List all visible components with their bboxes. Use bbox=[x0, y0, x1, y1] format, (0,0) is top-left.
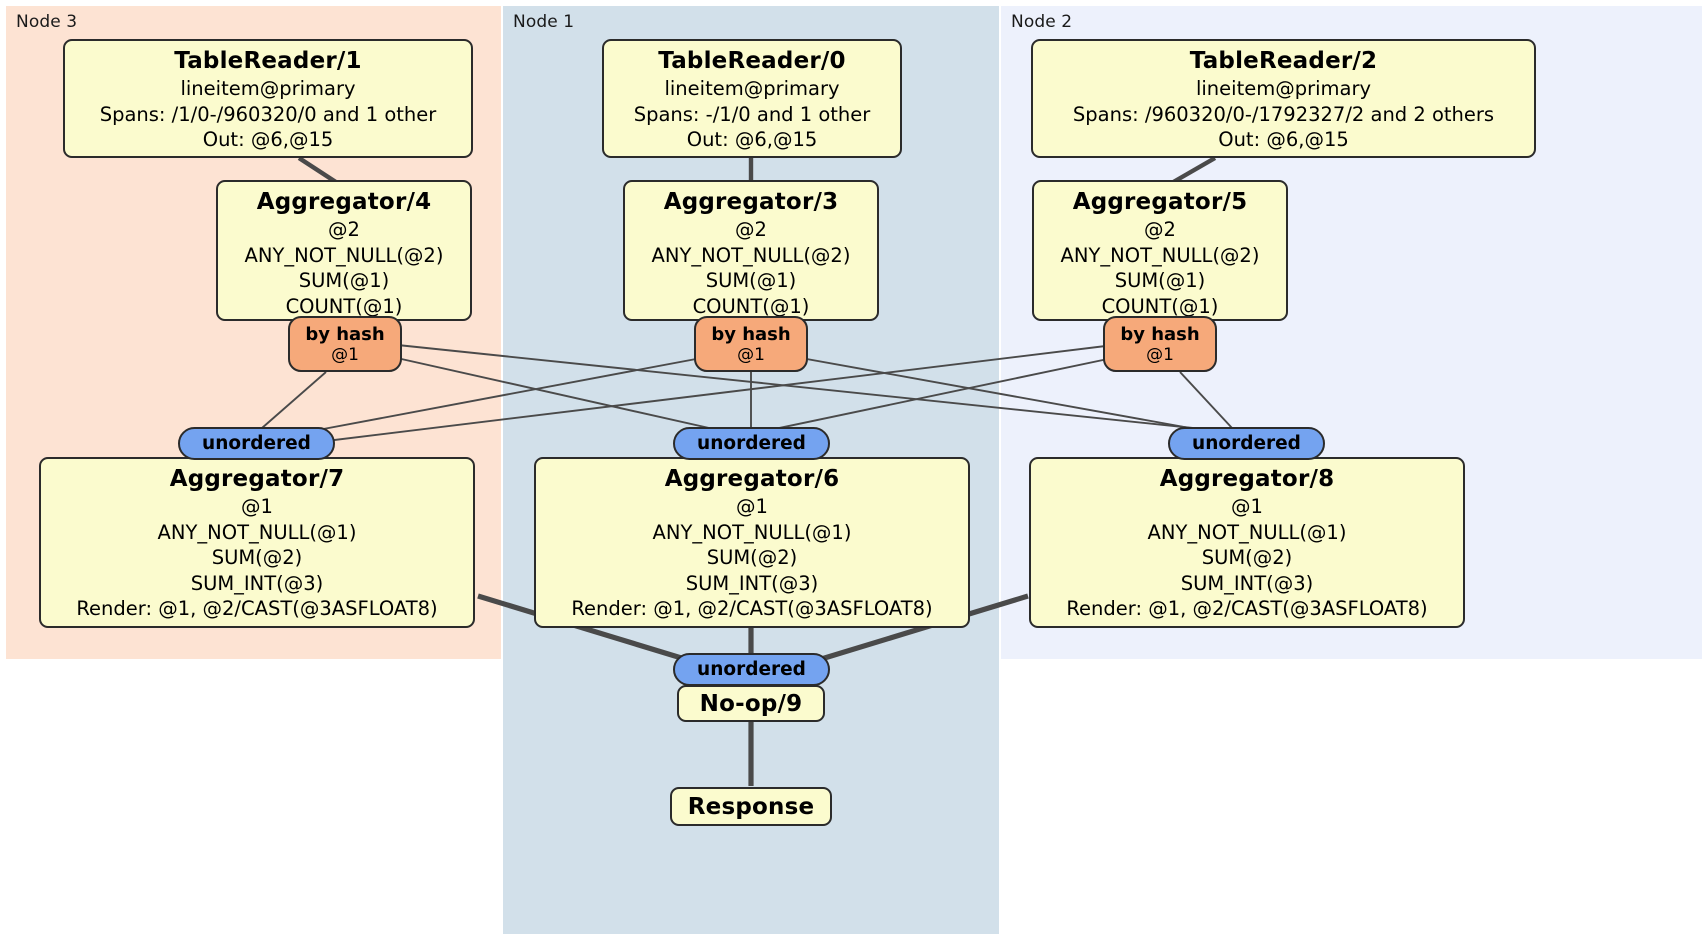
processor-line: SUM(@1) bbox=[298, 269, 390, 292]
processor-title: Aggregator/6 bbox=[664, 466, 840, 492]
node-panel-node3-label: Node 3 bbox=[16, 12, 78, 32]
processor-line: Render: @1, @2/CAST(@3ASFLOAT8) bbox=[1066, 597, 1428, 620]
node-panel-node2-label: Node 2 bbox=[1011, 12, 1073, 32]
processor-line: Spans: /1/0-/960320/0 and 1 other bbox=[99, 102, 437, 126]
node-panel-node1-label: Node 1 bbox=[513, 12, 575, 32]
processor-line: Out: @6,@15 bbox=[202, 128, 334, 151]
processor-tablereader-0[interactable]: TableReader/0 lineitem@primary Spans: -/… bbox=[602, 39, 902, 158]
processor-line: ANY_NOT_NULL(@1) bbox=[1147, 520, 1347, 544]
processor-line: ANY_NOT_NULL(@1) bbox=[157, 520, 357, 544]
processor-line: SUM_INT(@3) bbox=[1180, 571, 1314, 595]
processor-title: No-op/9 bbox=[699, 691, 803, 717]
processor-title: Aggregator/8 bbox=[1159, 466, 1335, 492]
processor-line: @2 bbox=[735, 218, 767, 241]
hash-router-column: @1 bbox=[737, 345, 765, 365]
processor-aggregator-6[interactable]: Aggregator/6 @1 ANY_NOT_NULL(@1) SUM(@2)… bbox=[534, 457, 970, 628]
synchronizer-label: unordered bbox=[697, 659, 806, 680]
processor-aggregator-7[interactable]: Aggregator/7 @1 ANY_NOT_NULL(@1) SUM(@2)… bbox=[39, 457, 475, 628]
processor-tablereader-2[interactable]: TableReader/2 lineitem@primary Spans: /9… bbox=[1031, 39, 1536, 158]
processor-tablereader-1[interactable]: TableReader/1 lineitem@primary Spans: /1… bbox=[63, 39, 473, 158]
processor-line: ANY_NOT_NULL(@2) bbox=[1060, 243, 1260, 267]
hash-router-column: @1 bbox=[1146, 345, 1174, 365]
hash-router-column: @1 bbox=[331, 345, 359, 365]
processor-line: SUM(@2) bbox=[706, 546, 798, 569]
hash-router-center[interactable]: by hash @1 bbox=[694, 316, 808, 372]
processor-line: Render: @1, @2/CAST(@3ASFLOAT8) bbox=[571, 597, 933, 620]
processor-line: COUNT(@1) bbox=[692, 294, 810, 318]
processor-line: SUM_INT(@3) bbox=[190, 571, 324, 595]
hash-router-left[interactable]: by hash @1 bbox=[288, 316, 402, 372]
processor-response[interactable]: Response bbox=[670, 787, 832, 826]
processor-line: ANY_NOT_NULL(@2) bbox=[651, 243, 851, 267]
processor-aggregator-8[interactable]: Aggregator/8 @1 ANY_NOT_NULL(@1) SUM(@2)… bbox=[1029, 457, 1465, 628]
hash-router-right[interactable]: by hash @1 bbox=[1103, 316, 1217, 372]
synchronizer-final[interactable]: unordered bbox=[673, 653, 830, 686]
processor-title: TableReader/2 bbox=[1189, 48, 1378, 74]
processor-line: SUM(@1) bbox=[1114, 269, 1206, 292]
processor-line: COUNT(@1) bbox=[285, 294, 403, 318]
hash-router-label: by hash bbox=[305, 324, 385, 345]
hash-router-label: by hash bbox=[711, 324, 791, 345]
processor-line: ANY_NOT_NULL(@1) bbox=[652, 520, 852, 544]
processor-line: @1 bbox=[1231, 495, 1263, 518]
synchronizer-label: unordered bbox=[1192, 433, 1301, 454]
processor-title: Aggregator/7 bbox=[169, 466, 345, 492]
processor-line: @1 bbox=[241, 495, 273, 518]
processor-line: lineitem@primary bbox=[664, 77, 840, 100]
processor-title: Aggregator/5 bbox=[1072, 189, 1248, 215]
synchronizer-right[interactable]: unordered bbox=[1168, 427, 1325, 460]
processor-line: SUM(@1) bbox=[705, 269, 797, 292]
synchronizer-label: unordered bbox=[202, 433, 311, 454]
processor-title: TableReader/0 bbox=[658, 48, 846, 74]
hash-router-label: by hash bbox=[1120, 324, 1200, 345]
processor-aggregator-5[interactable]: Aggregator/5 @2 ANY_NOT_NULL(@2) SUM(@1)… bbox=[1032, 180, 1288, 321]
processor-line: Spans: /960320/0-/1792327/2 and 2 others bbox=[1072, 102, 1495, 126]
synchronizer-left[interactable]: unordered bbox=[178, 427, 335, 460]
processor-line: SUM(@2) bbox=[1201, 546, 1293, 569]
processor-noop-9[interactable]: No-op/9 bbox=[677, 685, 825, 722]
processor-aggregator-4[interactable]: Aggregator/4 @2 ANY_NOT_NULL(@2) SUM(@1)… bbox=[216, 180, 472, 321]
processor-line: Spans: -/1/0 and 1 other bbox=[633, 102, 871, 126]
processor-line: ANY_NOT_NULL(@2) bbox=[244, 243, 444, 267]
synchronizer-center[interactable]: unordered bbox=[673, 427, 830, 460]
processor-line: @1 bbox=[736, 495, 768, 518]
processor-line: SUM(@2) bbox=[211, 546, 303, 569]
processor-title: Aggregator/3 bbox=[663, 189, 839, 215]
processor-line: COUNT(@1) bbox=[1101, 294, 1219, 318]
processor-line: Out: @6,@15 bbox=[686, 128, 818, 151]
synchronizer-label: unordered bbox=[697, 433, 806, 454]
processor-title: TableReader/1 bbox=[174, 48, 362, 74]
processor-line: @2 bbox=[1144, 218, 1176, 241]
processor-aggregator-3[interactable]: Aggregator/3 @2 ANY_NOT_NULL(@2) SUM(@1)… bbox=[623, 180, 879, 321]
processor-title: Response bbox=[687, 794, 815, 820]
processor-line: lineitem@primary bbox=[1195, 77, 1372, 100]
processor-line: Render: @1, @2/CAST(@3ASFLOAT8) bbox=[76, 597, 438, 620]
processor-line: SUM_INT(@3) bbox=[685, 571, 819, 595]
processor-line: Out: @6,@15 bbox=[1218, 128, 1349, 151]
processor-title: Aggregator/4 bbox=[256, 189, 432, 215]
processor-line: @2 bbox=[328, 218, 360, 241]
processor-line: lineitem@primary bbox=[180, 77, 356, 100]
